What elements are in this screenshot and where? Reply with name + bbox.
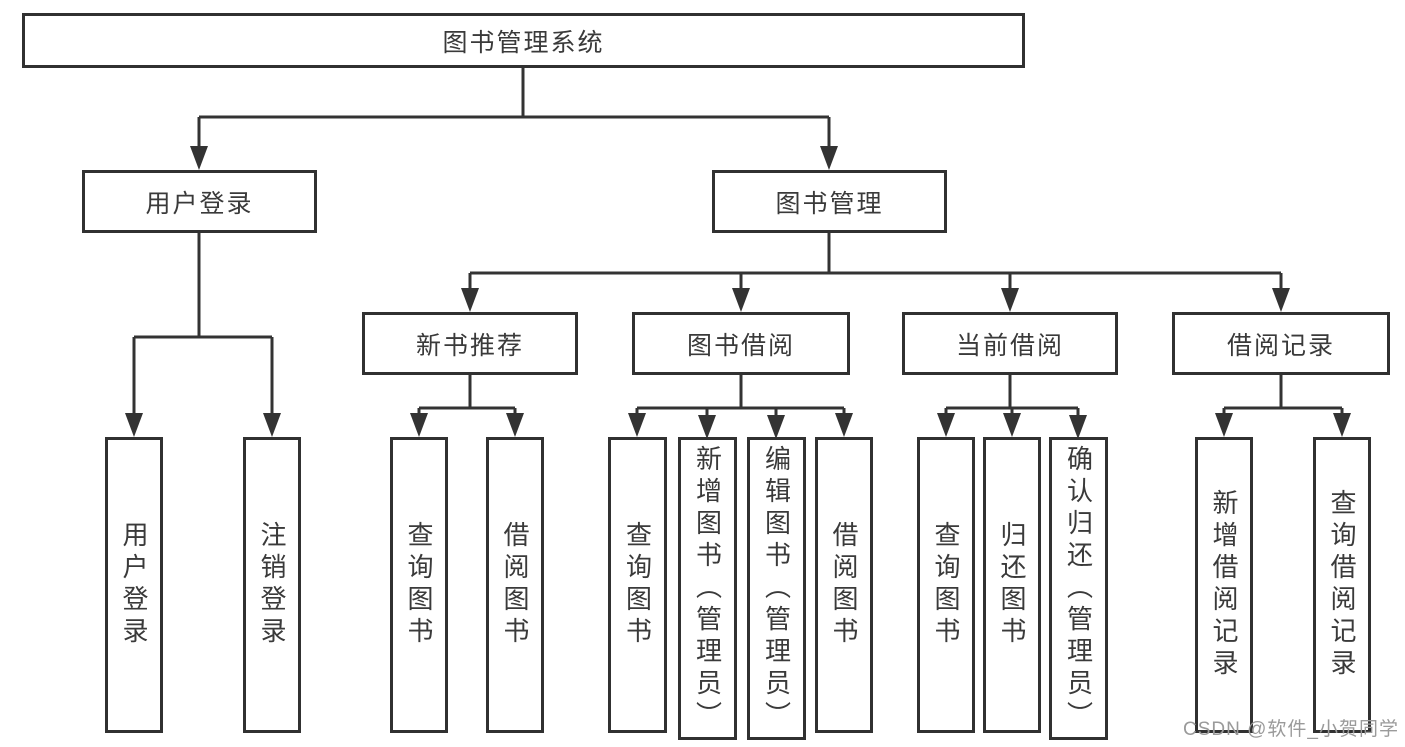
leaf-recommend-query-books: 查询图书 xyxy=(390,437,448,733)
leaf-current-confirm-return-admin-label: 确认归还（管理员） xyxy=(1063,444,1094,733)
leaf-records-query-record-label: 查询借阅记录 xyxy=(1327,489,1357,681)
leaf-borrow-query-books: 查询图书 xyxy=(608,437,667,733)
leaf-logout: 注销登录 xyxy=(243,437,301,733)
leaf-borrow-borrow-books: 借阅图书 xyxy=(815,437,873,733)
leaf-logout-label: 注销登录 xyxy=(257,521,287,649)
node-current-borrow: 当前借阅 xyxy=(902,312,1118,375)
node-book-management-label: 图书管理 xyxy=(775,189,884,218)
leaf-borrow-add-books-admin: 新增图书（管理员） xyxy=(678,437,737,740)
leaf-borrow-add-books-admin-label: 新增图书（管理员） xyxy=(692,444,723,733)
node-current-borrow-label: 当前借阅 xyxy=(955,331,1064,360)
wire-records-to-leaves xyxy=(1222,375,1344,416)
leaf-records-add-record: 新增借阅记录 xyxy=(1195,437,1253,733)
leaf-borrow-edit-books-admin-label: 编辑图书（管理员） xyxy=(761,444,792,733)
arrowheads xyxy=(125,146,1351,439)
leaf-recommend-borrow-books: 借阅图书 xyxy=(486,437,544,733)
leaf-records-add-record-label: 新增借阅记录 xyxy=(1209,489,1239,681)
wire-borrow-to-leaves xyxy=(635,375,846,418)
wire-manage-to-level3 xyxy=(468,233,1283,291)
node-book-management: 图书管理 xyxy=(712,170,947,233)
leaf-user-login: 用户登录 xyxy=(105,437,163,733)
leaf-current-return-books: 归还图书 xyxy=(983,437,1041,733)
leaf-current-query-books: 查询图书 xyxy=(917,437,975,733)
leaf-records-query-record: 查询借阅记录 xyxy=(1313,437,1371,733)
node-user-login-label: 用户登录 xyxy=(145,189,254,218)
leaf-current-query-books-label: 查询图书 xyxy=(931,521,961,649)
leaf-borrow-edit-books-admin: 编辑图书（管理员） xyxy=(747,437,806,740)
node-library-system: 图书管理系统 xyxy=(22,13,1025,68)
leaf-borrow-query-books-label: 查询图书 xyxy=(622,521,653,649)
node-borrow-records: 借阅记录 xyxy=(1172,312,1390,375)
leaf-recommend-query-books-label: 查询图书 xyxy=(404,521,434,649)
node-new-book-recommend: 新书推荐 xyxy=(362,312,578,375)
wire-root-to-level2 xyxy=(197,68,831,150)
leaf-user-login-label: 用户登录 xyxy=(119,521,149,649)
node-book-borrow-label: 图书借阅 xyxy=(686,331,795,360)
node-library-system-label: 图书管理系统 xyxy=(442,28,605,57)
node-book-borrow: 图书借阅 xyxy=(632,312,850,375)
wire-recommend-to-leaves xyxy=(417,375,517,416)
leaf-current-confirm-return-admin: 确认归还（管理员） xyxy=(1049,437,1108,740)
leaf-borrow-borrow-books-label: 借阅图书 xyxy=(829,521,859,649)
csdn-watermark: CSDN @软件_小贺同学 xyxy=(1183,719,1399,740)
wire-current-to-leaves xyxy=(944,375,1080,418)
leaf-current-return-books-label: 归还图书 xyxy=(997,521,1027,649)
node-new-book-recommend-label: 新书推荐 xyxy=(415,331,524,360)
node-borrow-records-label: 借阅记录 xyxy=(1226,331,1335,360)
leaf-recommend-borrow-books-label: 借阅图书 xyxy=(500,521,530,649)
wire-login-to-leaves xyxy=(132,233,274,415)
node-user-login: 用户登录 xyxy=(82,170,317,233)
